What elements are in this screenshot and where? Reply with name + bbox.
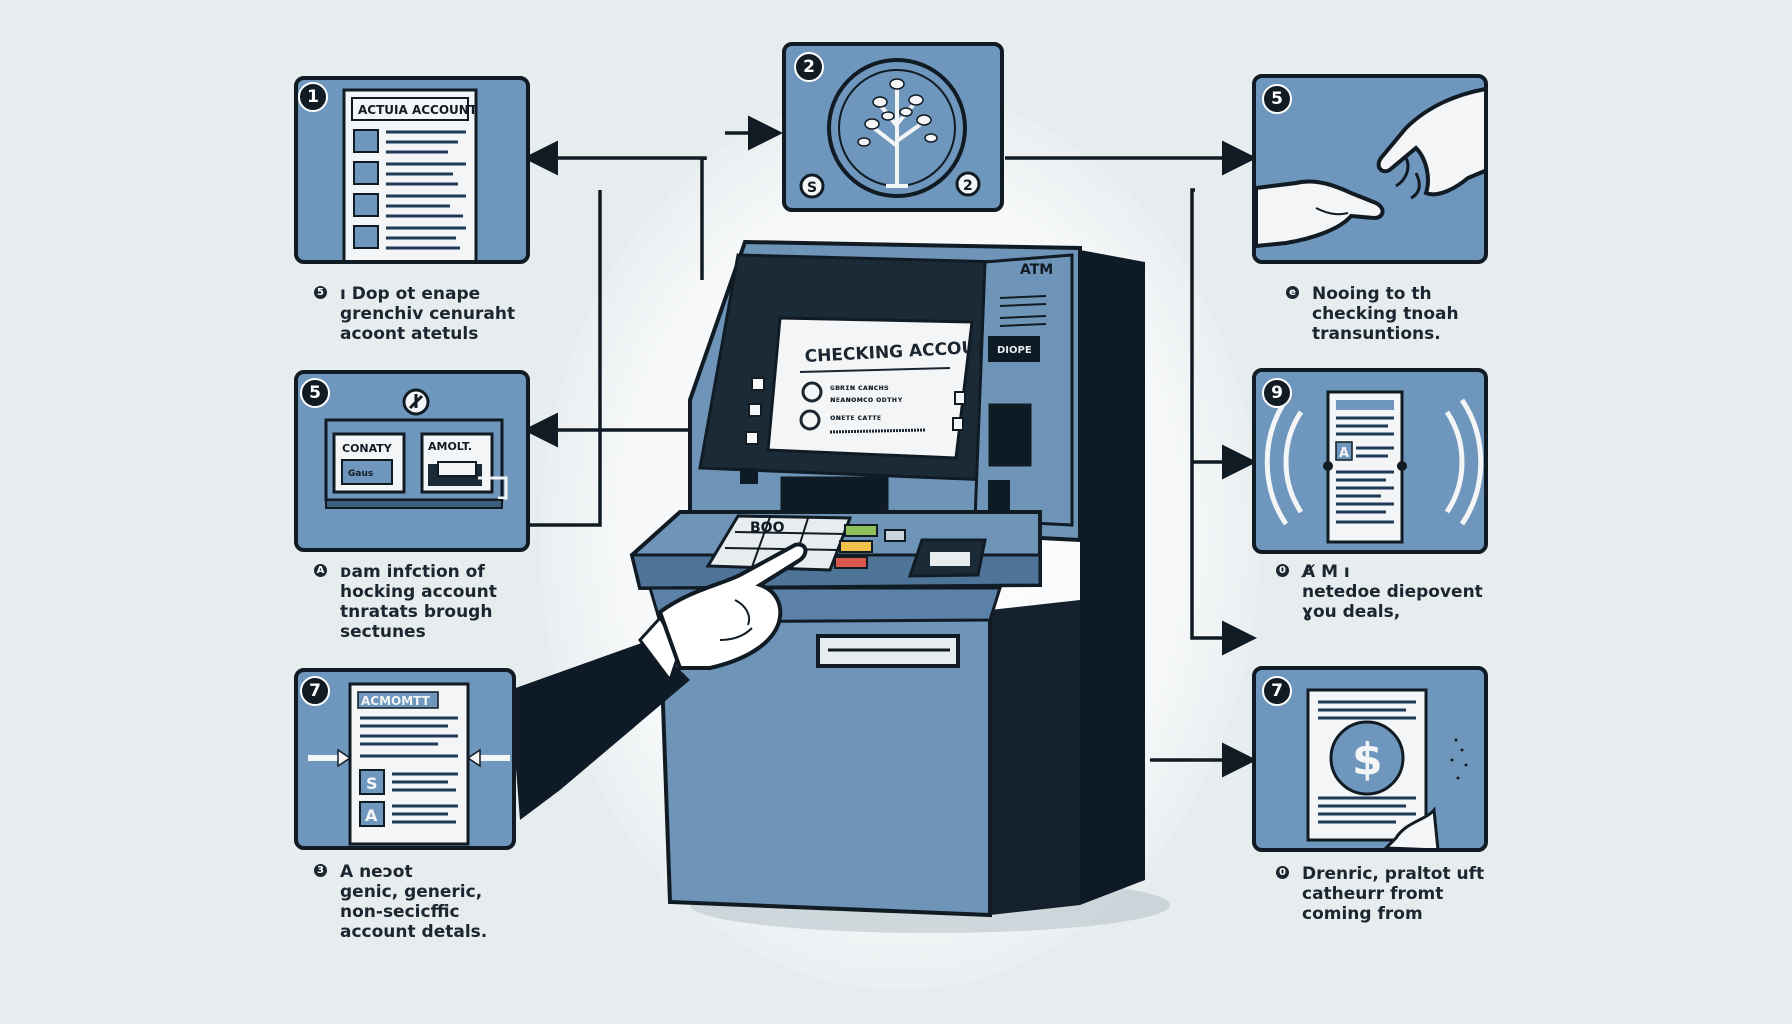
panel-5-caption-line: Nooing to th: [1312, 284, 1432, 304]
panel-6-caption-line: A̸ M ı: [1302, 562, 1350, 582]
panel-3-right-label: AMOLT.: [428, 440, 472, 453]
panel-6-caption: 0 A̸ M ı netedoe diepovent ɣou deals,: [1276, 562, 1483, 622]
panel-1: ACTUIA ACCOUNT: [294, 76, 530, 264]
keypad-keys-label: BOO: [750, 520, 785, 536]
panel-6-caption-line: ɣou deals,: [1302, 602, 1401, 622]
atm-side-display-label: DIOPE: [997, 345, 1032, 356]
panel-3-number-badge: 5: [300, 378, 330, 408]
atm-side-panel: [1080, 250, 1145, 905]
dollar-coin-icon: [1329, 720, 1405, 796]
panel-5: [1252, 74, 1488, 264]
panel-1-caption-line: ı Dop ot enape: [340, 284, 481, 304]
panel-3-caption-line: hocking account: [340, 582, 497, 602]
dollar-document-illustration: $: [1306, 688, 1468, 848]
panel-7-caption-line: Drenric, praltot uft: [1302, 864, 1485, 884]
atm-function-keys[interactable]: [834, 524, 906, 569]
panel-3-card-label: Gaus: [348, 469, 373, 479]
panel-5-caption-line: transuntions.: [1312, 324, 1441, 344]
panel-3-left-label: CONATY: [342, 442, 393, 455]
atm-screen-line-1: ɢʙʀɪɴ ᴄᴀɴᴄʜs: [830, 383, 889, 392]
arrow-left-icon: [466, 748, 481, 768]
panel-4-caption-line: non-secicffic: [340, 902, 460, 922]
panel-7: $: [1252, 666, 1488, 852]
account-document-illustration: ACTUIA ACCOUNT: [342, 88, 478, 260]
receipt-slot[interactable]: [988, 480, 1010, 514]
connector-panel-1: [523, 140, 707, 176]
panel-5-caption: e Nooing to th checking tnoah transuntio…: [1286, 284, 1459, 344]
panel-4-row-letter: S: [366, 774, 378, 793]
panel-2-number-badge: 2: [794, 52, 824, 82]
panel-4-caption-line: genic, generic,: [340, 882, 483, 902]
panel-7-caption-line: coming from: [1302, 904, 1423, 924]
panel-1-caption: 5 ı Dop ot enape grenchiv cenuraht acoon…: [314, 284, 516, 344]
caption-bullet: 0: [1276, 564, 1289, 577]
card-icon: [341, 459, 393, 485]
panel-4-caption-line: A neɔot: [340, 862, 413, 882]
panel-2-left-coin-label: S: [807, 180, 817, 196]
caption-bullet: A: [314, 564, 327, 577]
card-slot[interactable]: [988, 403, 1032, 467]
panel-6-number-badge: 9: [1262, 378, 1292, 408]
panel-2-right-coin-label: 2: [963, 178, 973, 194]
panel-7-caption-line: catheurr fromt: [1302, 884, 1444, 904]
connector-panel-6-a: [1190, 188, 1257, 656]
receipt-signal-illustration: A: [1264, 390, 1484, 544]
atm-screen-line-2: ɴᴇᴀɴᴏᴍᴄᴏ ᴏᴅᴛʜʏ: [830, 395, 903, 404]
handshake-illustration: [1256, 87, 1484, 249]
statement-illustration: ACMOMTT S A: [308, 682, 510, 846]
panel-7-number-badge: 7: [1262, 676, 1292, 706]
panel-1-caption-line: grenchiv cenuraht: [340, 304, 516, 324]
screen-option-icon: [801, 381, 823, 403]
connector-lines: [523, 115, 1257, 778]
tree-logo-illustration: S 2: [799, 58, 981, 199]
card-terminal-illustration: CONATY AMOLT. Gaus: [324, 388, 508, 509]
panel-6: A: [1252, 368, 1488, 554]
panel-5-number-badge: 5: [1262, 84, 1292, 114]
panel-4-doc-title: ACMOMTT: [361, 694, 431, 708]
atm-vent-lines: [999, 295, 1047, 327]
caption-bullet: e: [1286, 286, 1299, 299]
coin-icon: [799, 173, 825, 199]
caption-bullet: 3: [314, 864, 327, 877]
atm-screen-line-3: ᴏɴᴇᴛᴇ ᴄᴀᴛᴛᴇ: [830, 413, 881, 422]
atm-side-display: [988, 336, 1040, 362]
panel-3-caption-line: sectunes: [340, 622, 426, 642]
panel-4-caption: 3 A neɔot genic, generic, non-secicffic …: [314, 862, 488, 942]
panel-4-number-badge: 7: [300, 676, 330, 706]
panel-1-caption-line: acoont atetuls: [340, 324, 479, 344]
panel-4-caption-line: account detals.: [340, 922, 488, 942]
panel-5-caption-line: checking tnoah: [1312, 304, 1459, 324]
panel-6-caption-line: netedoe diepovent: [1302, 582, 1483, 602]
signal-waves-icon: [1264, 398, 1484, 526]
panel-7-caption: 0 Drenric, praltot uft catheurr fromt co…: [1276, 864, 1485, 924]
screen-option-icon: [799, 409, 821, 431]
coin-icon: [955, 171, 981, 197]
panel-3-caption-line: tnratats brough: [340, 602, 493, 622]
screen-side-buttons[interactable]: [745, 377, 966, 445]
panel-3-caption: A ᴅam infction of hocking account tnrata…: [314, 562, 497, 642]
pointing-hand: [510, 542, 808, 820]
panel-3: CONATY AMOLT. Gaus: [294, 370, 530, 552]
atm-brand-label: ATM: [1020, 262, 1053, 278]
caption-bullet: 0: [1276, 866, 1289, 879]
atm-keypad[interactable]: [705, 514, 853, 572]
panel-7-coin-symbol: $: [1352, 734, 1383, 785]
panel-1-number-badge: 1: [298, 82, 328, 112]
panel-1-doc-title: ACTUIA ACCOUNT: [358, 103, 478, 117]
panel-6-doc-letter: A: [1339, 446, 1349, 461]
arrow-right-icon: [337, 748, 352, 768]
panel-3-caption-line: ᴅam infction of: [340, 562, 485, 582]
connector-panel-3-a: [530, 190, 602, 527]
caption-bullet: 5: [314, 286, 327, 299]
panel-4: ACMOMTT S A: [294, 668, 516, 850]
panel-4-row-letter: A: [365, 806, 378, 825]
